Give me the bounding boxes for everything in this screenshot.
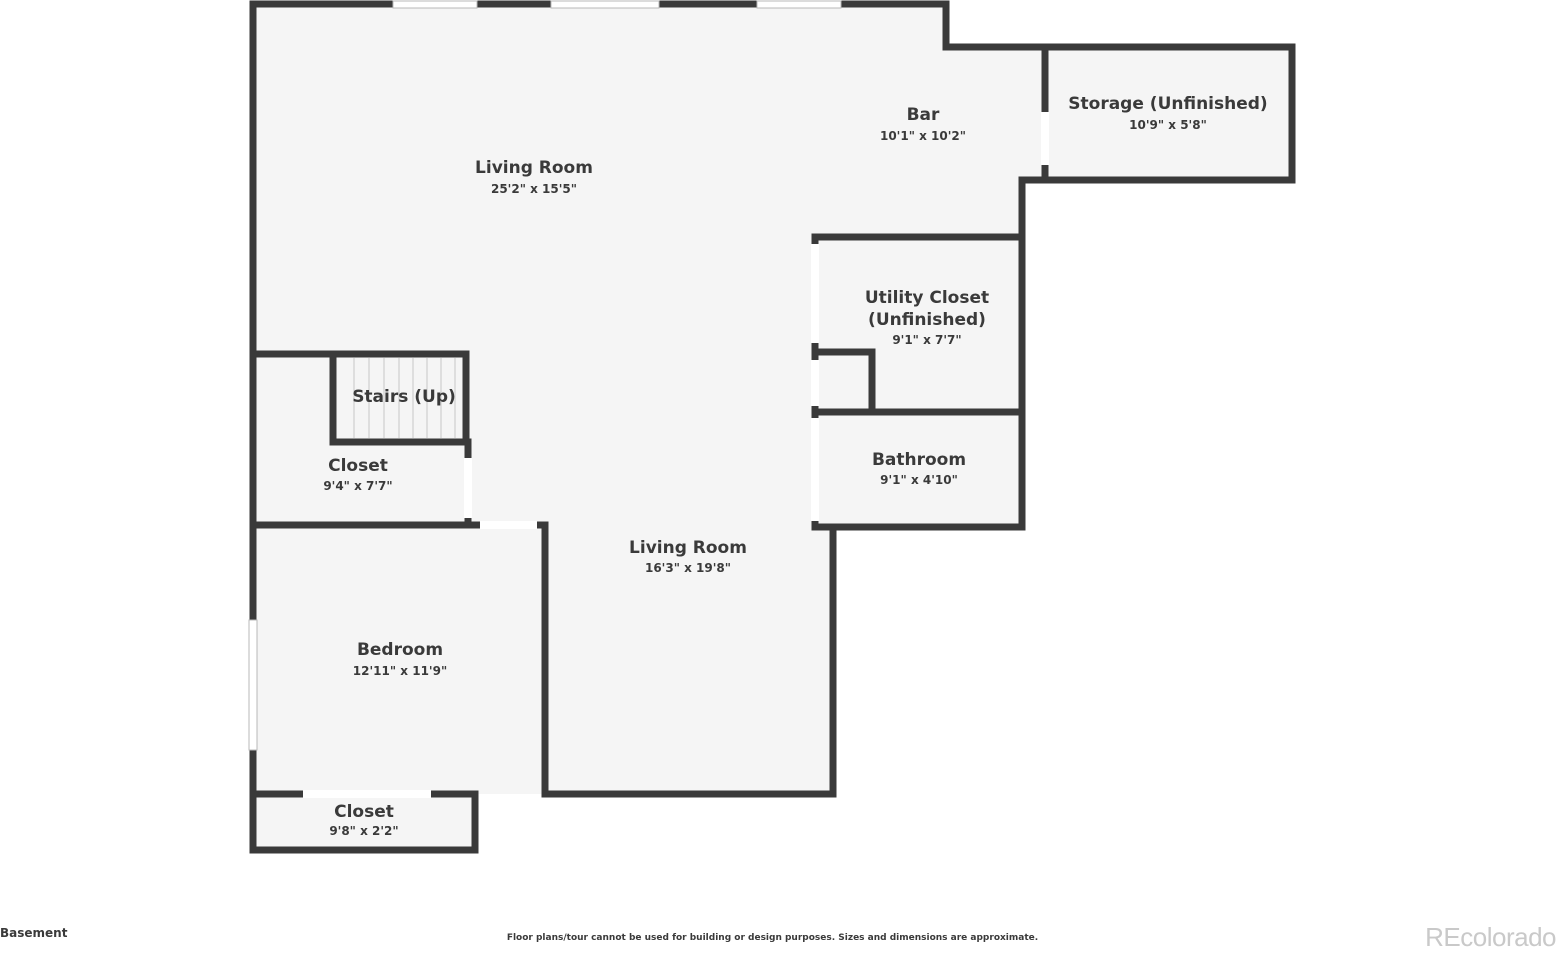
- living-room-lower-size: 16'3" x 19'8": [645, 561, 731, 575]
- room-labels: Living Room 25'2" x 15'5" Bar 10'1" x 10…: [323, 94, 1267, 838]
- utility-right-wall: [811, 233, 1026, 531]
- opening-bar-storage: [1041, 112, 1049, 165]
- living-room-upper-size: 25'2" x 15'5": [491, 182, 577, 196]
- floor-label: Basement: [0, 926, 68, 940]
- floor-area: [253, 4, 1292, 850]
- stairs-name: Stairs (Up): [352, 387, 456, 407]
- window-top-2: [550, 0, 660, 9]
- closet-bottom-floor: [253, 794, 475, 850]
- utility-closet-name: Utility Closet: [865, 288, 989, 308]
- storage-size: 10'9" x 5'8": [1129, 118, 1207, 132]
- utility-closet-floor: [815, 237, 1022, 412]
- closet-bottom-name: Closet: [334, 802, 394, 822]
- bedroom-name: Bedroom: [357, 640, 443, 660]
- window-bedroom-left: [248, 619, 258, 751]
- bathroom-size: 9'1" x 4'10": [880, 473, 958, 487]
- opening-closet-bottom: [303, 790, 431, 798]
- windows: [248, 0, 842, 751]
- storage-name: Storage (Unfinished): [1068, 94, 1267, 114]
- opening-closet-left: [464, 458, 472, 518]
- door-openings: [303, 112, 1049, 798]
- opening-utility-nook: [811, 360, 819, 406]
- window-top-1: [392, 0, 478, 9]
- closet-left-name: Closet: [328, 456, 388, 476]
- bar-name: Bar: [907, 105, 940, 125]
- closet-bottom-size: 9'8" x 2'2": [329, 824, 398, 838]
- utility-closet-size: 9'1" x 7'7": [892, 333, 961, 347]
- opening-bedroom: [480, 521, 537, 529]
- main-floor: [253, 4, 1045, 794]
- closet-left-size: 9'4" x 7'7": [323, 479, 392, 493]
- opening-utility: [811, 244, 819, 343]
- bedroom-size: 12'11" x 11'9": [353, 664, 447, 678]
- window-top-3: [756, 0, 842, 9]
- living-room-upper-name: Living Room: [475, 158, 593, 178]
- opening-bathroom: [811, 418, 819, 521]
- utility-closet-name-2: (Unfinished): [868, 310, 986, 330]
- living-lower-right-wall: [541, 523, 837, 798]
- living-room-lower-name: Living Room: [629, 538, 747, 558]
- utility-inner-nook: [811, 348, 876, 416]
- storage-floor: [1045, 47, 1292, 180]
- bathroom-floor: [815, 412, 1022, 527]
- disclaimer-text: Floor plans/tour cannot be used for buil…: [506, 933, 1039, 943]
- stair-treads: [353, 358, 456, 438]
- watermark-logo: REcolorado: [1425, 922, 1556, 952]
- bedroom-floor: [253, 525, 545, 794]
- bar-size: 10'1" x 10'2": [880, 129, 966, 143]
- bathroom-name: Bathroom: [872, 450, 966, 470]
